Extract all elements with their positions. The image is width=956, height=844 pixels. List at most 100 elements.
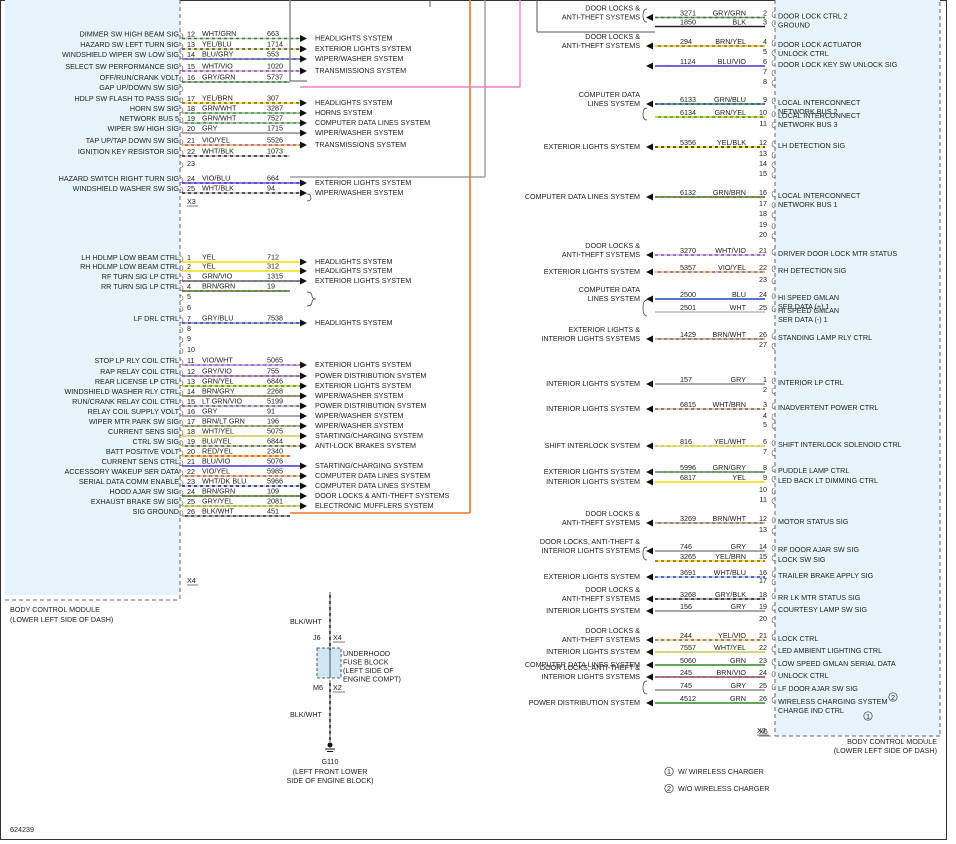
right-pin-number: 10 bbox=[759, 108, 767, 117]
pin-bracket bbox=[771, 342, 776, 350]
left-wire-color: YEL/BLU bbox=[202, 40, 232, 49]
left-signal-label: LF DRL CTRL bbox=[134, 314, 179, 323]
left-system-label: EXTERIOR LIGHTS SYSTEM bbox=[315, 276, 411, 285]
right-pin-number: 12 bbox=[759, 138, 767, 147]
right-circuit-number: 244 bbox=[680, 631, 692, 640]
pin-bracket bbox=[179, 410, 184, 416]
left-pin-number: 9 bbox=[187, 334, 191, 343]
right-circuit-number: 3691 bbox=[680, 568, 696, 577]
pin-bracket bbox=[179, 117, 184, 123]
right-signal-label: DOOR LOCK KEY SW UNLOCK SIG bbox=[778, 60, 898, 69]
pin-bracket bbox=[179, 265, 184, 271]
arrow-right-icon bbox=[300, 45, 307, 53]
pin-bracket bbox=[771, 248, 776, 256]
left-signal-label: TAP UP/TAP DOWN SW SIG bbox=[86, 136, 180, 145]
right-pin-number: 15 bbox=[759, 552, 767, 561]
pin-bracket bbox=[771, 110, 776, 118]
left-system-label: TRANSMISSIONS SYSTEM bbox=[315, 140, 406, 149]
pin-bracket bbox=[771, 633, 776, 641]
right-wire-color: VIO/YEL bbox=[718, 263, 746, 272]
right-circuit-number: 5356 bbox=[680, 138, 696, 147]
pin-bracket bbox=[771, 201, 776, 209]
left-pin-number: 21 bbox=[187, 136, 195, 145]
left-system-label: COMPUTER DATA LINES SYSTEM bbox=[315, 471, 430, 480]
right-circuit-number: 746 bbox=[680, 542, 692, 551]
arrow-left-icon bbox=[646, 100, 653, 108]
pin-bracket bbox=[771, 305, 776, 313]
left-pin-number: 17 bbox=[187, 94, 195, 103]
left-signal-label: CURRENT SENS SIG bbox=[108, 427, 179, 436]
pin-bracket bbox=[179, 162, 184, 168]
left-signal-label: WINDSHIELD WASHER RLY CTRL bbox=[65, 387, 179, 396]
arrow-left-icon bbox=[646, 251, 653, 259]
right-signal-label: RF DOOR AJAR SW SIG bbox=[778, 545, 859, 554]
right-wire-color: GRY bbox=[731, 602, 747, 611]
pin-bracket bbox=[771, 516, 776, 524]
right-system-label: INTERIOR LIGHTS SYSTEMS bbox=[541, 546, 640, 555]
right-system-label: COMPUTER DATA LINES SYSTEM bbox=[525, 192, 640, 201]
left-wire-color: WHT/YEL bbox=[202, 427, 234, 436]
right-pin-number: 5 bbox=[763, 420, 767, 429]
right-pin-number: 11 bbox=[760, 119, 767, 128]
left-system-label: TRANSMISSIONS SYSTEM bbox=[315, 66, 406, 75]
left-pin-number: 15 bbox=[187, 62, 195, 71]
right-signal-label: LED BACK LT DIMMING CTRL bbox=[778, 476, 878, 485]
pin-bracket bbox=[771, 277, 776, 285]
left-circuit-number: 5966 bbox=[267, 477, 283, 486]
right-signal-label: LOW SPEED GMLAN SERIAL DATA bbox=[778, 659, 896, 668]
ground-location: SIDE OF ENGINE BLOCK) bbox=[286, 776, 373, 785]
left-wire-color: VIO/YEL bbox=[202, 136, 230, 145]
fuse-block-connector-x4: X4 bbox=[333, 633, 342, 642]
left-pin-number: 14 bbox=[187, 50, 195, 59]
left-pin-number: 15 bbox=[187, 397, 195, 406]
left-pin-number: 20 bbox=[187, 124, 195, 133]
pin-bracket bbox=[179, 306, 184, 312]
pin-bracket bbox=[179, 470, 184, 476]
fuse-block-pin-j6: J6 bbox=[313, 633, 321, 642]
arrow-left-icon bbox=[646, 573, 653, 581]
left-pin-number: 11 bbox=[187, 356, 194, 365]
left-circuit-number: 307 bbox=[267, 94, 279, 103]
right-system-label: INTERIOR LIGHTS SYSTEM bbox=[546, 606, 640, 615]
arrow-left-icon bbox=[646, 295, 653, 303]
right-circuit-number: 294 bbox=[680, 37, 692, 46]
left-system-label: POWER DISTRIBUTION SYSTEM bbox=[315, 401, 426, 410]
right-pin-number: 20 bbox=[759, 614, 767, 623]
pin-bracket bbox=[771, 604, 776, 612]
left-pin-number: 22 bbox=[187, 467, 195, 476]
left-wire-color: VIO/WHT bbox=[202, 356, 233, 365]
diagram-id: 624239 bbox=[10, 825, 34, 834]
left-pin-number: 4 bbox=[187, 282, 191, 291]
right-pin-number: 17 bbox=[759, 199, 767, 208]
right-system-label: INTERIOR LIGHTS SYSTEM bbox=[546, 647, 640, 656]
left-pin-number: 20 bbox=[187, 447, 195, 456]
right-wire-color: WHT/BLU bbox=[714, 568, 746, 577]
left-pin-number: 17 bbox=[187, 417, 195, 426]
left-signal-label: DIMMER SW HIGH BEAM SIG bbox=[80, 30, 180, 39]
arrow-right-icon bbox=[300, 361, 307, 369]
pin-bracket bbox=[771, 616, 776, 624]
right-wire-color: BRN/WHT bbox=[712, 514, 746, 523]
arrow-right-icon bbox=[300, 502, 307, 510]
note-marker-1-label: 1 bbox=[866, 712, 870, 721]
left-circuit-number: 664 bbox=[267, 174, 279, 183]
arrow-left-icon bbox=[646, 478, 653, 486]
arrow-left-icon bbox=[646, 335, 653, 343]
left-system-label: DOOR LOCKS & ANTI-THEFT SYSTEMS bbox=[315, 491, 450, 500]
left-signal-label: HDLP SW FLASH TO PASS SIG bbox=[74, 94, 179, 103]
right-signal-label: LOCK CTRL bbox=[778, 634, 818, 643]
arrow-left-icon bbox=[646, 547, 653, 555]
arrow-right-icon bbox=[300, 372, 307, 380]
left-pin-number: 22 bbox=[187, 147, 195, 156]
right-pin-number: 6 bbox=[763, 437, 767, 446]
right-pin-number: 4 bbox=[763, 37, 767, 46]
left-pin-number: 19 bbox=[187, 114, 195, 123]
left-wire-color: GRY/BLU bbox=[202, 314, 233, 323]
right-system-label: INTERIOR LIGHTS SYSTEM bbox=[546, 404, 640, 413]
right-wire-color: GRY/BLK bbox=[715, 590, 746, 599]
left-circuit-number: 19 bbox=[267, 282, 275, 291]
pin-bracket bbox=[771, 592, 776, 600]
ground-point-icon bbox=[327, 742, 333, 748]
arrow-left-icon bbox=[646, 699, 653, 707]
